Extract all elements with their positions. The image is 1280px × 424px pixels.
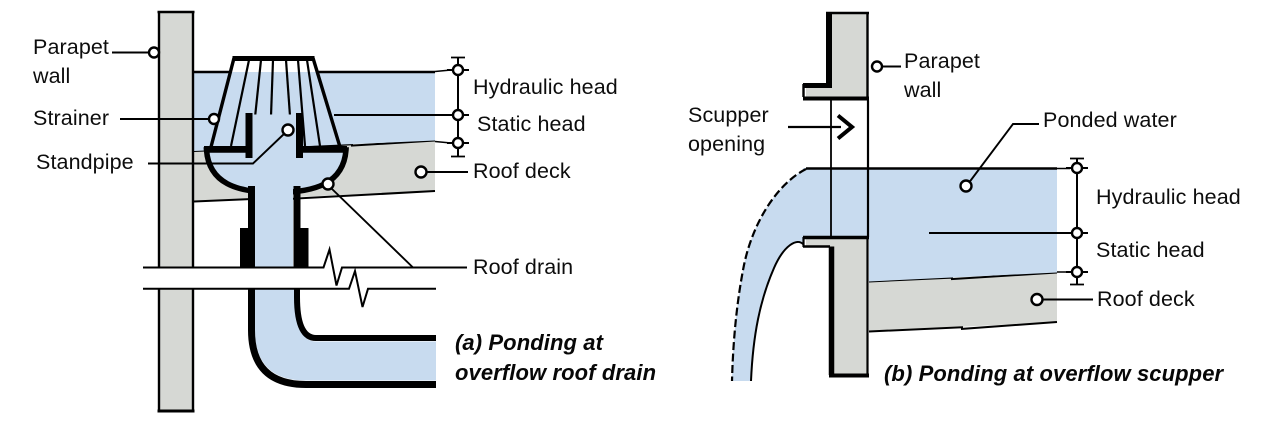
label-parapet-wall-a: Parapet wall [33, 35, 110, 88]
label-parapet-wall-b: Parapet wall [904, 49, 981, 102]
dim-marker [1070, 265, 1084, 279]
leader-dot [414, 165, 428, 179]
caption-panel-a: (a) Ponding at overflow roof drain [455, 330, 657, 385]
dim-marker [1070, 226, 1084, 240]
break-band [143, 245, 468, 308]
lower-wall-shape-b [802, 235, 869, 378]
label-static-head-b: Static head [1096, 238, 1205, 262]
leader-dot [1030, 292, 1044, 307]
label-roof-deck-b: Roof deck [1097, 287, 1195, 311]
parapet-wall-shape-a [157, 10, 195, 413]
leader-dot [281, 123, 295, 137]
label-strainer: Strainer [33, 106, 110, 130]
leader-lines-a [112, 46, 468, 269]
label-scupper-opening: Scupper opening [688, 103, 769, 156]
caption-panel-b: (b) Ponding at overflow scupper [884, 361, 1224, 386]
dimension-line-b [1066, 157, 1088, 286]
label-hydraulic-head-a: Hydraulic head [473, 75, 618, 99]
roof-deck-shape-b [868, 271, 1058, 333]
dim-marker [1070, 161, 1084, 175]
label-static-head-a: Static head [477, 112, 586, 136]
leader-dot [959, 179, 973, 193]
parapet-wall-shape-b [802, 11, 870, 237]
label-ponded-water: Ponded water [1043, 108, 1177, 132]
label-roof-deck-a: Roof deck [473, 159, 571, 183]
label-standpipe: Standpipe [36, 150, 134, 174]
leader-dot [147, 46, 161, 59]
dim-marker [451, 108, 465, 122]
ponded-water-shape-b [730, 167, 1077, 382]
dim-marker [451, 136, 465, 150]
leader-dot [207, 112, 221, 126]
leader-dot [870, 60, 884, 73]
label-roof-drain: Roof drain [473, 255, 574, 279]
label-hydraulic-head-b: Hydraulic head [1096, 185, 1241, 209]
scupper-arrow [788, 113, 856, 141]
dim-marker [451, 63, 465, 77]
leader-lines-b [870, 60, 1093, 307]
strainer-shape [209, 56, 342, 148]
roof-drain-shape [203, 113, 436, 388]
leader-dot [321, 177, 335, 191]
dimension-line-a [447, 56, 469, 158]
